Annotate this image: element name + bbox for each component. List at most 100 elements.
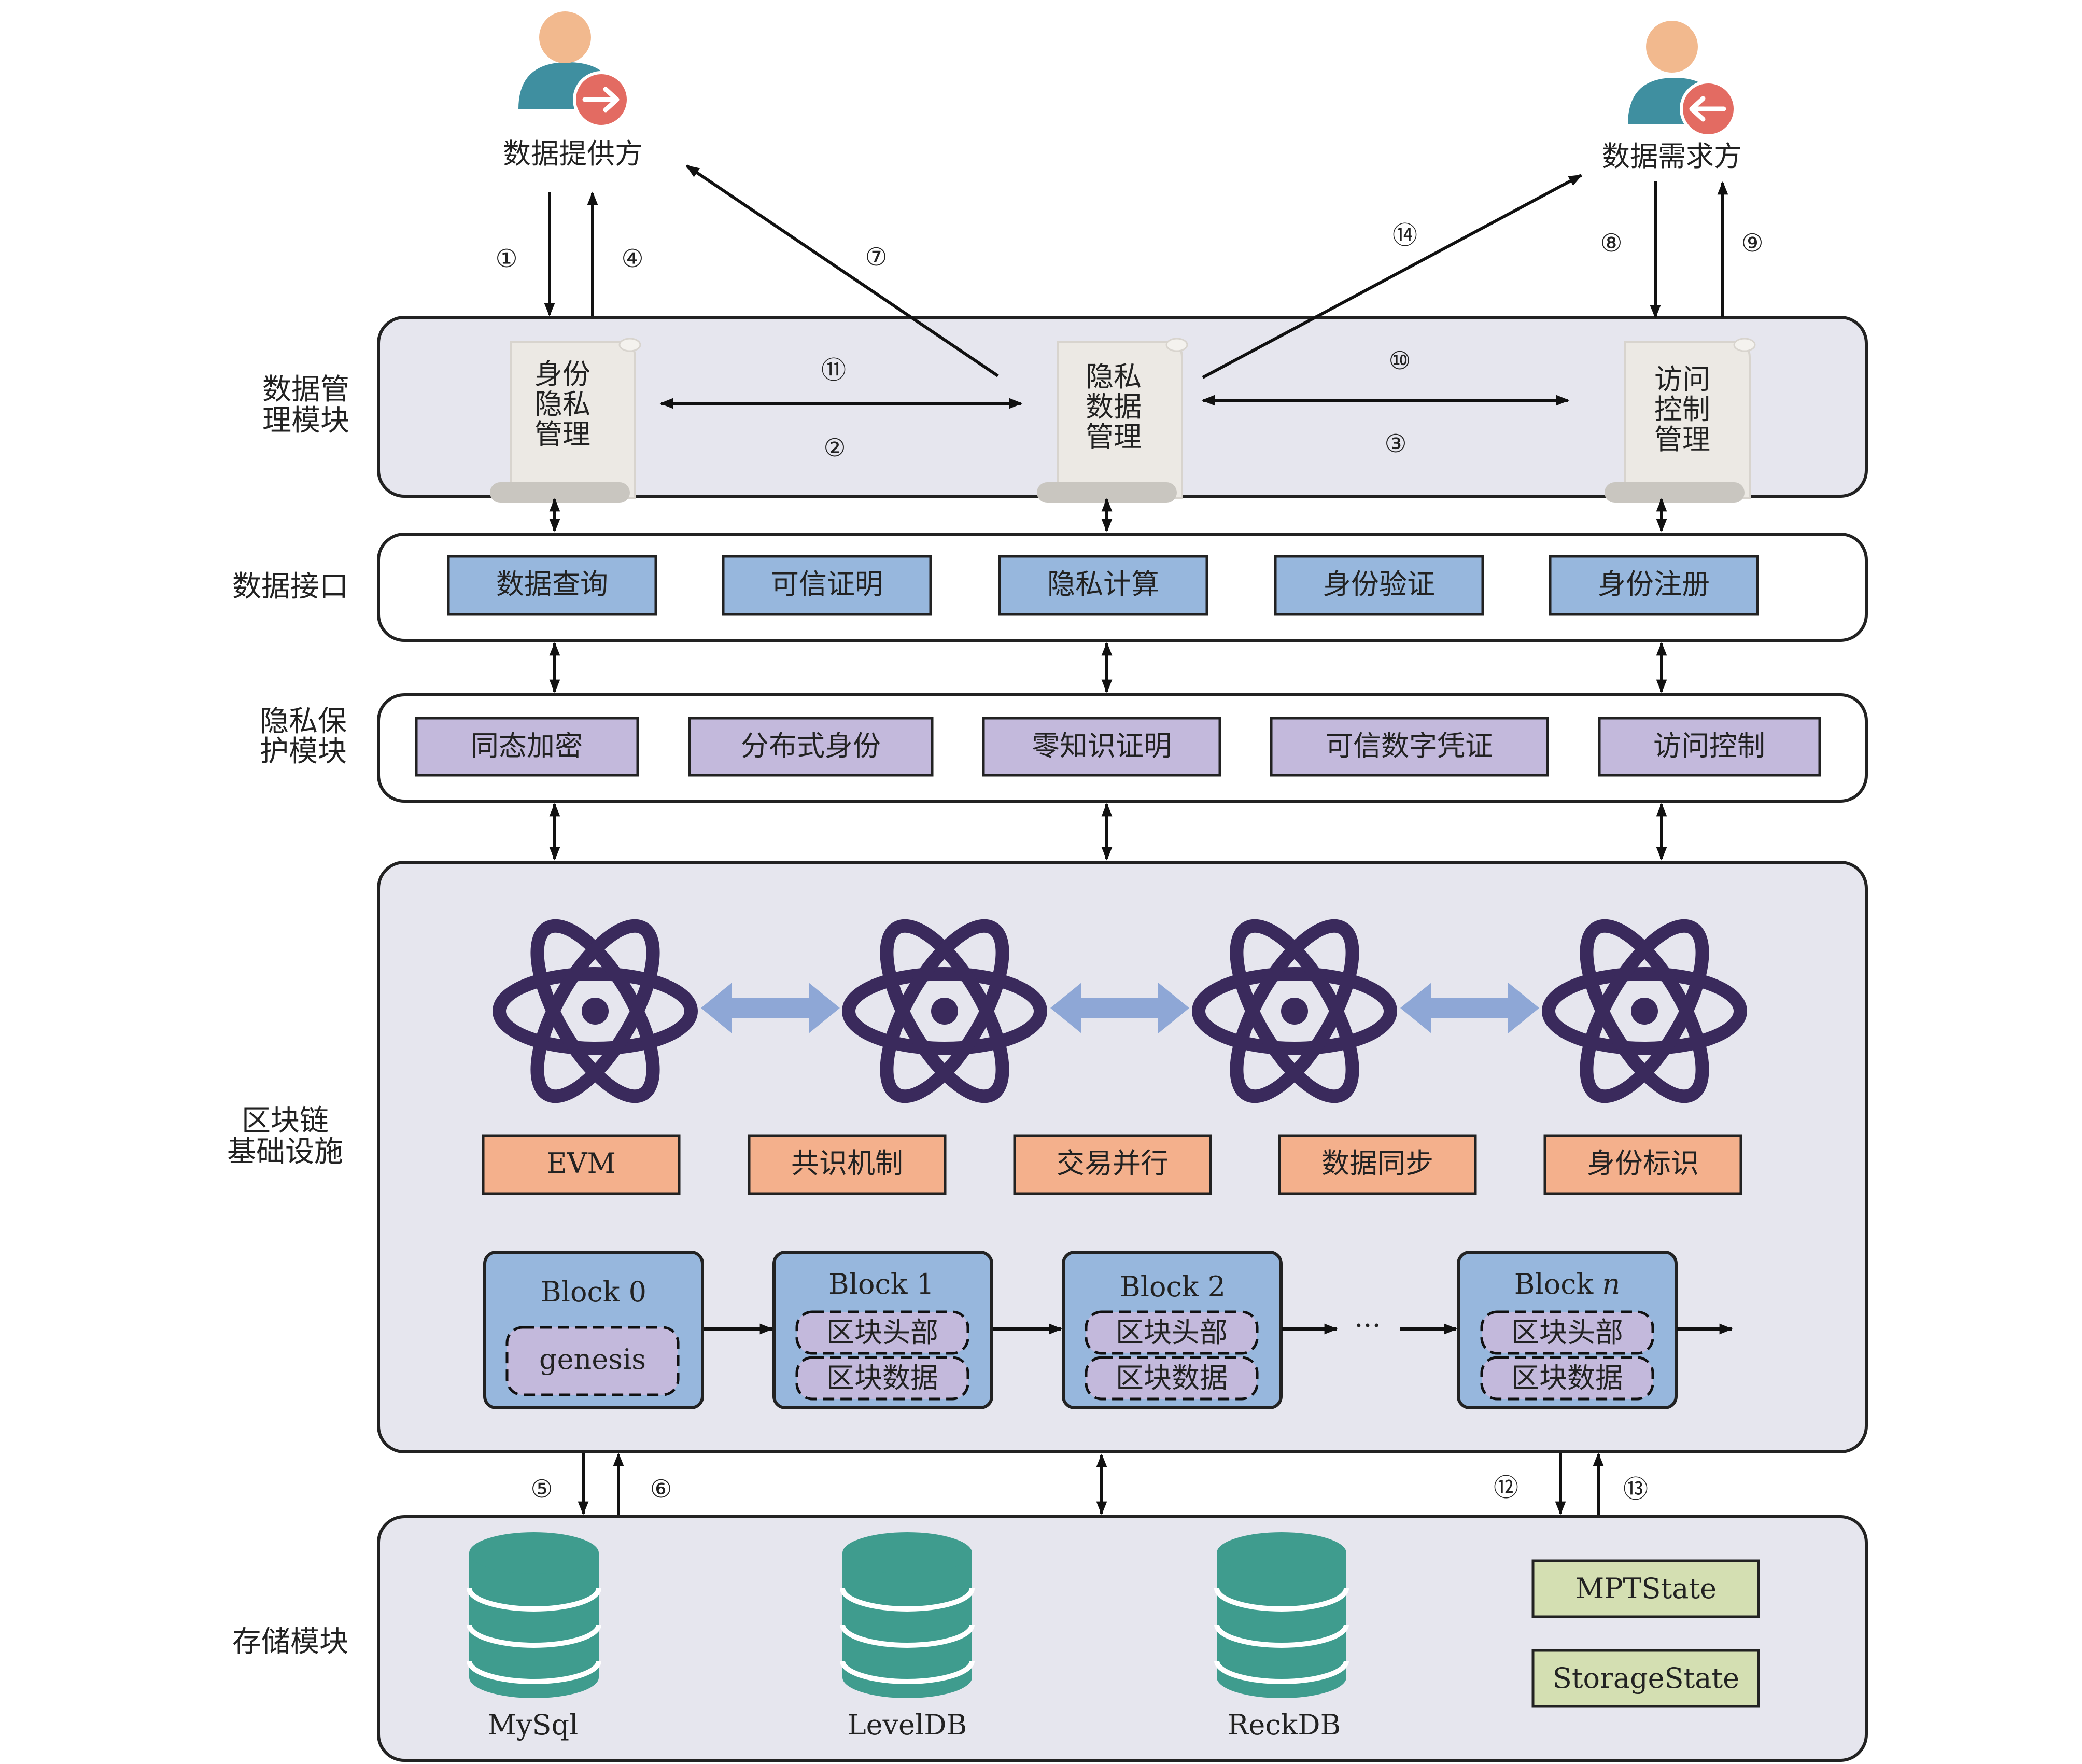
arrow-step-7 [685, 164, 999, 377]
privacy-box-homomorphic-label: 同态加密 [471, 730, 583, 762]
privacy-box-access-control[interactable]: 访问控制 [1598, 717, 1821, 777]
step-label-1: ① [495, 244, 517, 273]
block-n[interactable]: Block n 区块头部 区块数据 [1457, 1251, 1678, 1409]
step-label-8: ⑧ [1600, 229, 1622, 258]
feature-box-identity-mark[interactable]: 身份标识 [1543, 1134, 1742, 1195]
block-1[interactable]: Block 1 区块头部 区块数据 [772, 1251, 993, 1409]
arrow-step-14 [1202, 174, 1583, 379]
privacy-box-zero-knowledge[interactable]: 零知识证明 [982, 717, 1221, 777]
storage-label-reckdb: ReckDB [1228, 1709, 1341, 1741]
step-label-6: ⑥ [650, 1475, 672, 1504]
state-box-mpt[interactable]: MPTState [1531, 1559, 1760, 1618]
state-box-mpt-label: MPTState [1575, 1572, 1717, 1605]
state-box-storage[interactable]: StorageState [1531, 1649, 1760, 1708]
block-0[interactable]: Block 0 genesis [483, 1251, 704, 1409]
data-provider-label: 数据提供方 [503, 137, 643, 170]
interface-box-identity-register-label: 身份注册 [1598, 568, 1710, 600]
scroll-access-control-line3: 管理 [1654, 423, 1710, 456]
storage-label-mysql: MySql [488, 1709, 579, 1741]
block-n-header: 区块头部 [1511, 1316, 1623, 1349]
feature-box-identity-mark-label: 身份标识 [1587, 1147, 1699, 1180]
privacy-box-distributed-identity[interactable]: 分布式身份 [688, 717, 934, 777]
block-1-header: 区块头部 [826, 1316, 938, 1349]
block-n-data: 区块数据 [1511, 1362, 1623, 1394]
step-label-3: ③ [1384, 429, 1406, 458]
feature-box-evm-label: EVM [546, 1147, 616, 1180]
feature-box-data-sync-label: 数据同步 [1321, 1147, 1433, 1180]
panel-storage [377, 1515, 1868, 1762]
scroll-identity-privacy-line2: 隐私 [534, 388, 590, 421]
scroll-privacy-data-line2: 数据 [1086, 390, 1142, 423]
side-label-data-management: 数据管 [262, 373, 349, 407]
side-label-privacy-protection-2: 护模块 [260, 735, 347, 768]
block-n-title-index: n [1602, 1268, 1620, 1300]
scroll-access-control: 访问 控制 管理 [1603, 338, 1756, 504]
step-label-5: ⑤ [530, 1475, 553, 1504]
data-requester-label: 数据需求方 [1602, 140, 1742, 173]
feature-box-data-sync[interactable]: 数据同步 [1278, 1134, 1477, 1195]
database-icon-leveldb [842, 1532, 972, 1698]
step-label-2: ② [823, 433, 846, 463]
block-n-title-word: Block [1514, 1268, 1594, 1300]
scroll-privacy-data-line3: 管理 [1086, 421, 1142, 453]
data-provider-icon [518, 11, 630, 128]
feature-box-evm[interactable]: EVM [482, 1134, 681, 1195]
block-0-genesis: genesis [539, 1343, 646, 1376]
side-label-blockchain: 区块链 [242, 1104, 329, 1138]
step-label-10: ⑩ [1388, 346, 1411, 375]
block-1-data: 区块数据 [826, 1362, 938, 1394]
node-links [701, 983, 1539, 1033]
scroll-privacy-data-line1: 隐私 [1086, 360, 1142, 393]
storage-label-leveldb: LevelDB [848, 1709, 967, 1741]
node-link-arrow-1 [701, 983, 840, 1033]
interface-box-privacy-compute-label: 隐私计算 [1047, 568, 1159, 600]
node-link-arrow-2 [1050, 983, 1189, 1033]
block-2-title: Block 2 [1120, 1270, 1226, 1303]
database-icon-reckdb [1217, 1532, 1346, 1698]
step-label-4: ④ [621, 244, 643, 273]
privacy-box-zero-knowledge-label: 零知识证明 [1032, 730, 1172, 762]
scroll-identity-privacy-line1: 身份 [534, 358, 590, 390]
interface-box-trusted-proof-label: 可信证明 [771, 568, 883, 600]
privacy-box-homomorphic[interactable]: 同态加密 [415, 717, 639, 777]
block-n-title: Block n [1514, 1268, 1620, 1300]
step-label-11: ⑪ [821, 356, 846, 385]
scroll-identity-privacy: 身份 隐私 管理 [489, 338, 641, 504]
scroll-privacy-data: 隐私 数据 管理 [1036, 338, 1188, 504]
side-label-privacy-protection: 隐私保 [260, 705, 347, 738]
feature-box-consensus[interactable]: 共识机制 [748, 1134, 947, 1195]
block-0-title: Block 0 [541, 1276, 646, 1308]
feature-box-parallel-tx[interactable]: 交易并行 [1013, 1134, 1212, 1195]
feature-box-parallel-tx-label: 交易并行 [1057, 1147, 1169, 1180]
step-label-14: ⑭ [1392, 221, 1417, 250]
database-icon-mysql [469, 1532, 599, 1698]
block-2-header: 区块头部 [1116, 1316, 1228, 1349]
interface-box-data-query-label: 数据查询 [496, 568, 608, 600]
node-link-arrow-3 [1400, 983, 1539, 1033]
block-2-data: 区块数据 [1116, 1362, 1228, 1394]
interface-box-data-query[interactable]: 数据查询 [447, 555, 657, 616]
step-label-12: ⑫ [1494, 1473, 1518, 1502]
scroll-access-control-line2: 控制 [1654, 393, 1710, 426]
interface-box-identity-verify-label: 身份验证 [1323, 568, 1435, 600]
side-label-data-management-2: 理模块 [262, 404, 349, 438]
privacy-box-credential[interactable]: 可信数字凭证 [1270, 717, 1549, 777]
block-2[interactable]: Block 2 区块头部 区块数据 [1062, 1251, 1283, 1409]
interface-box-trusted-proof[interactable]: 可信证明 [722, 555, 932, 616]
chain-ellipsis: ··· [1354, 1309, 1381, 1342]
privacy-box-credential-label: 可信数字凭证 [1325, 730, 1493, 762]
state-box-storage-label: StorageState [1553, 1662, 1739, 1695]
interface-box-identity-verify[interactable]: 身份验证 [1274, 555, 1484, 616]
interface-box-identity-register[interactable]: 身份注册 [1549, 555, 1759, 616]
side-label-storage: 存储模块 [232, 1625, 348, 1659]
side-label-data-interface: 数据接口 [232, 570, 348, 604]
scroll-identity-privacy-line3: 管理 [534, 418, 590, 451]
feature-box-consensus-label: 共识机制 [791, 1147, 903, 1180]
interface-box-privacy-compute[interactable]: 隐私计算 [998, 555, 1208, 616]
block-1-title: Block 1 [828, 1268, 934, 1300]
step-label-9: ⑨ [1741, 229, 1763, 258]
data-requester-icon [1628, 21, 1737, 137]
step-label-13: ⑬ [1623, 1475, 1648, 1504]
